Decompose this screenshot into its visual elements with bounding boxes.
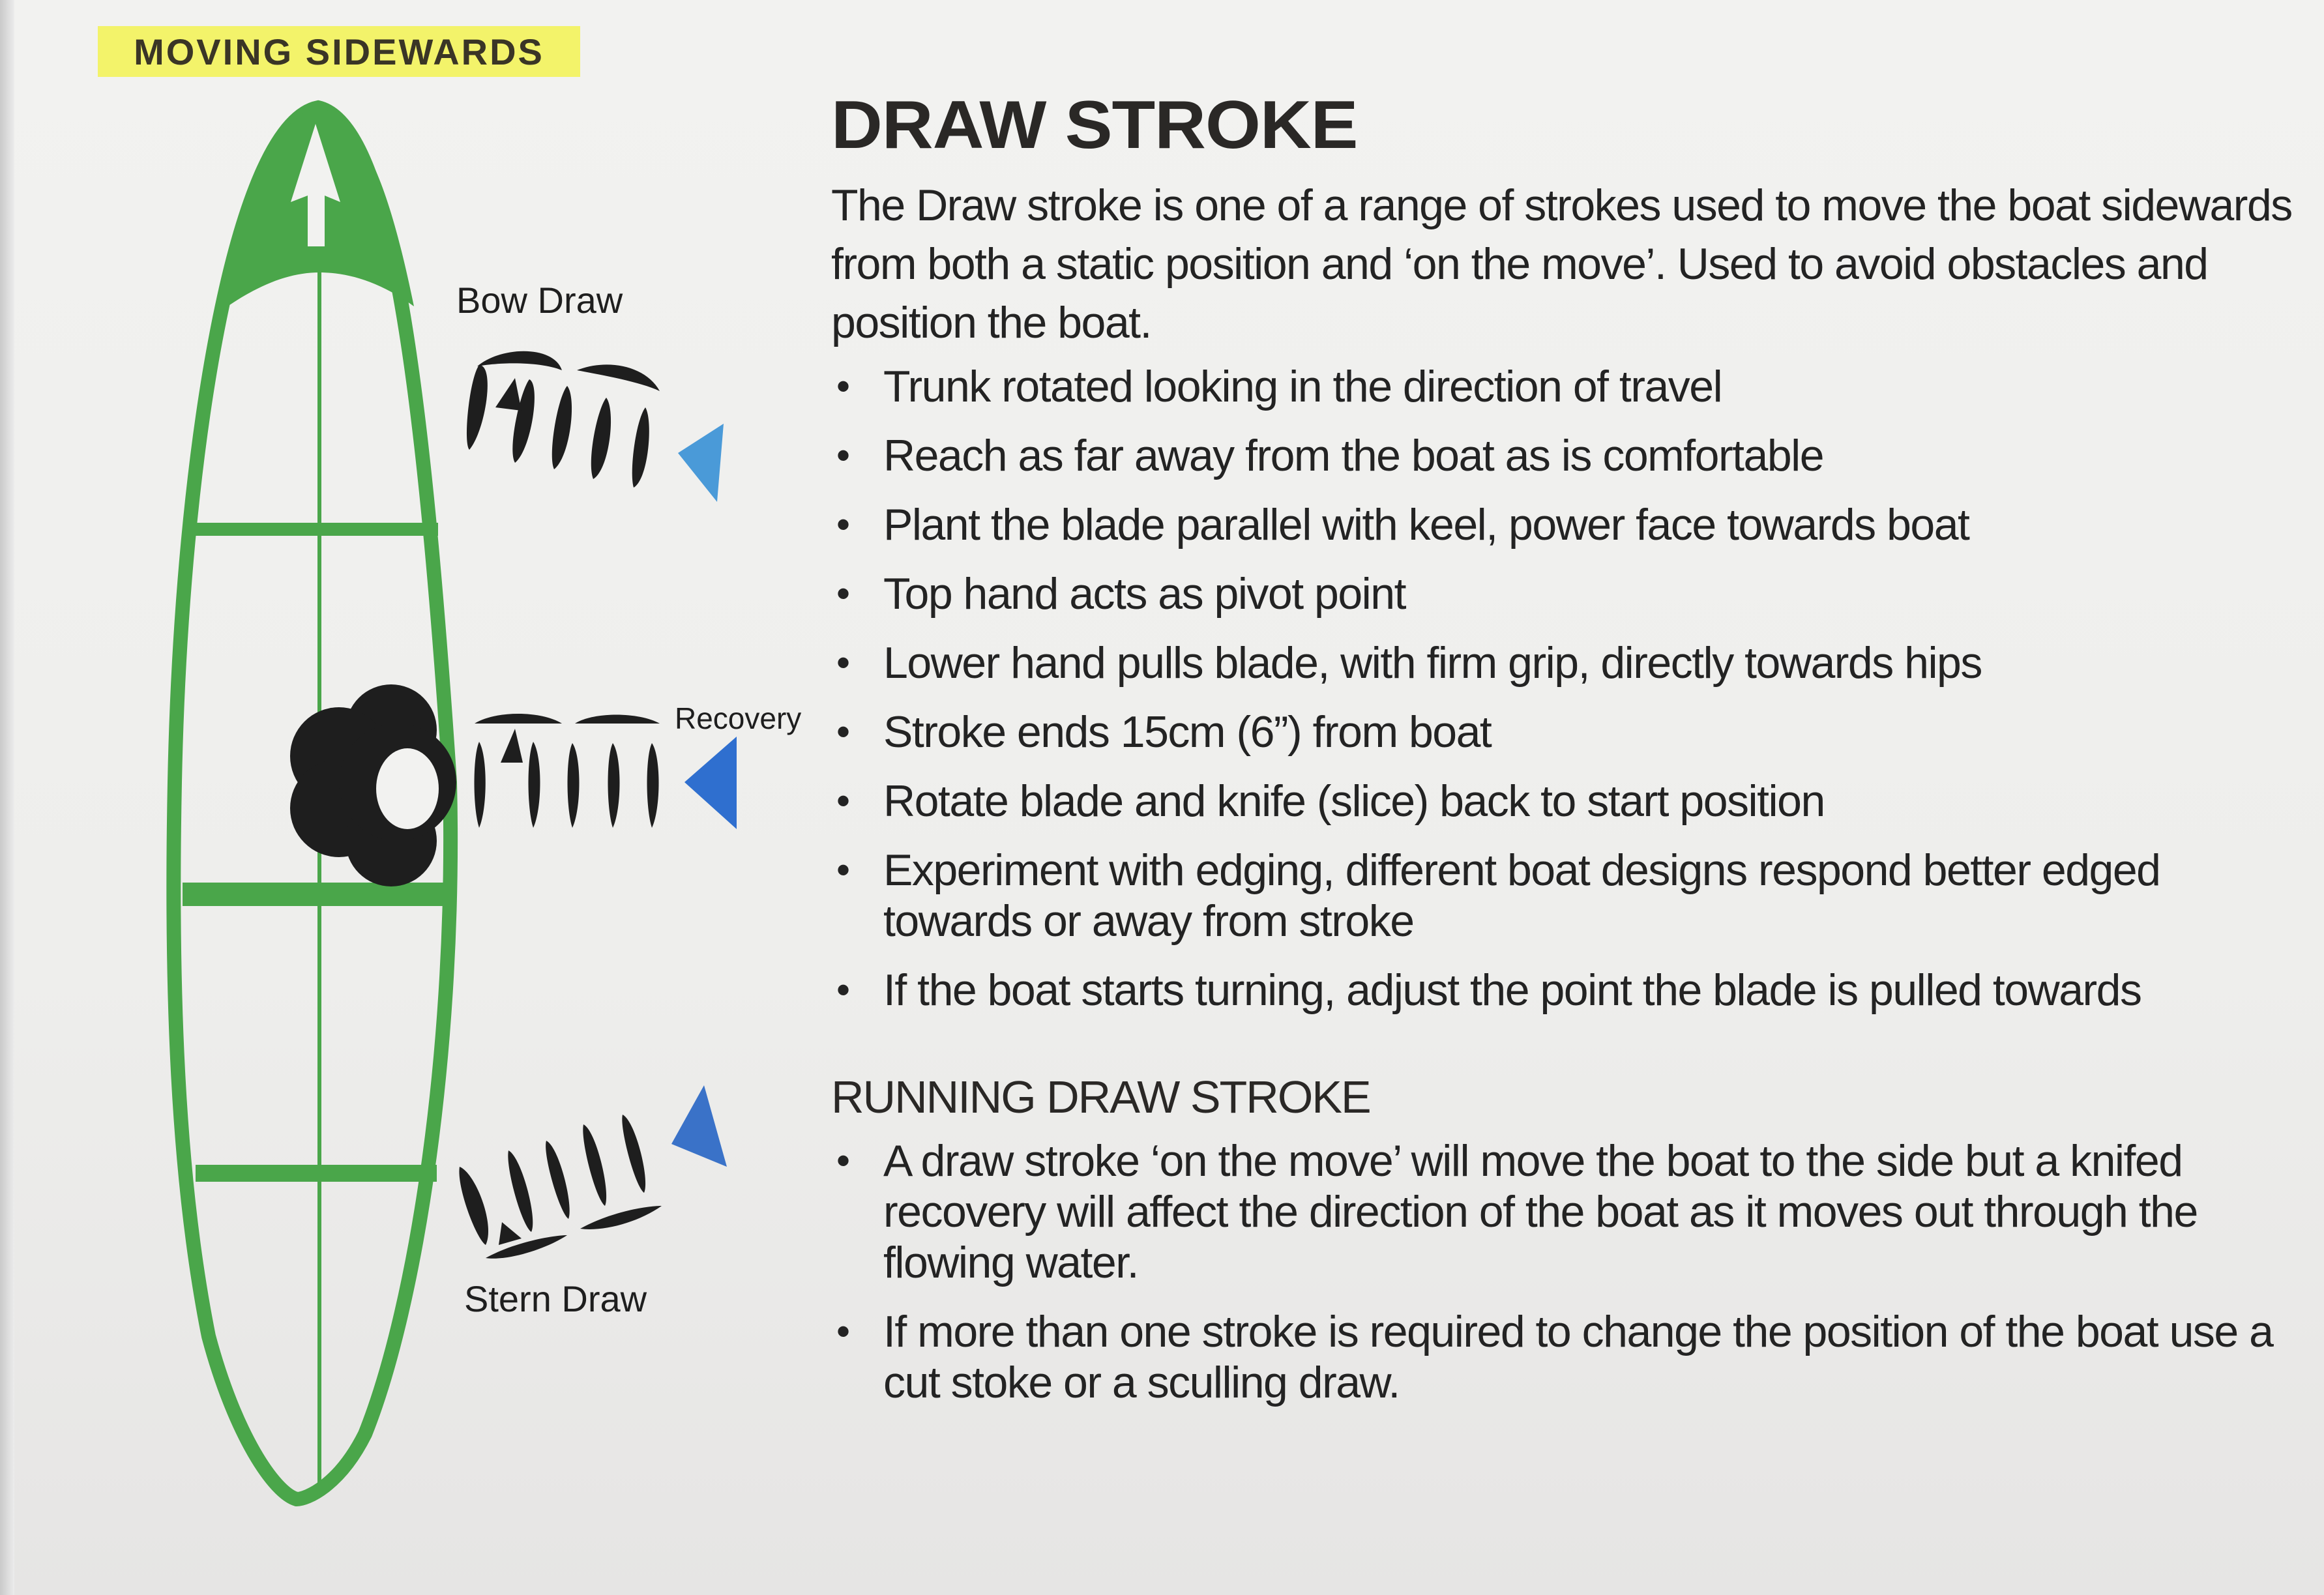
list-item: • Experiment with edging, different boat … (831, 845, 2304, 946)
stern-draw-label: Stern Draw (464, 1278, 647, 1319)
bullet-icon: • (836, 1139, 850, 1182)
text-column: DRAW STROKE The Draw stroke is one of a … (831, 91, 2304, 1426)
list-item-text: A draw stroke ‘on the move’ will move th… (883, 1136, 2198, 1287)
bullet-icon: • (836, 968, 850, 1012)
section-tag: MOVING SIDEWARDS (98, 26, 580, 77)
list-item: • A draw stroke ‘on the move’ will move t… (831, 1135, 2304, 1288)
bullet-icon: • (836, 641, 850, 684)
intro-paragraph: The Draw stroke is one of a range of str… (831, 181, 2293, 347)
kayak-diagram: Bow Draw Recovery Stern Draw (0, 0, 821, 1595)
kayak-hull-icon (166, 100, 737, 1507)
page-title: DRAW STROKE (831, 87, 1358, 163)
list-item: • If the boat starts turning, adjust the … (831, 965, 2304, 1016)
list-item: • Reach as far away from the boat as is c… (831, 430, 2304, 481)
technique-list: • Trunk rotated looking in the direction … (831, 361, 2304, 1016)
bow-direction-arrow-icon (678, 424, 724, 502)
bullet-icon: • (836, 572, 850, 615)
bullet-icon: • (836, 433, 850, 477)
list-item: • If more than one stroke is required to … (831, 1306, 2304, 1408)
section-tag-label: MOVING SIDEWARDS (134, 31, 544, 72)
card-edge (0, 0, 14, 1595)
bullet-icon: • (836, 848, 850, 892)
recovery-label: Recovery (675, 701, 802, 735)
mid-direction-arrow-icon (684, 737, 737, 829)
bow-draw-blades-icon (466, 351, 660, 488)
list-item: • Stroke ends 15cm (6”) from boat (831, 707, 2304, 757)
mid-draw-blades-icon (474, 714, 660, 828)
bullet-icon: • (836, 1310, 850, 1353)
list-item-text: If the boat starts turning, adjust the p… (883, 965, 2142, 1015)
list-item: • Plant the blade parallel with keel, pow… (831, 499, 2304, 550)
hull-outline (166, 100, 458, 1507)
list-item-text: Plant the blade parallel with keel, powe… (883, 500, 1970, 549)
running-draw-heading: RUNNING DRAW STROKE (831, 1072, 1372, 1122)
list-item-text: Stroke ends 15cm (6”) from boat (883, 707, 1492, 757)
bullet-icon: • (836, 364, 850, 408)
bullet-icon: • (836, 503, 850, 546)
list-item: • Lower hand pulls blade, with firm grip,… (831, 637, 2304, 688)
list-item: • Rotate blade and knife (slice) back to … (831, 776, 2304, 827)
list-item: • Trunk rotated looking in the direction … (831, 361, 2304, 412)
bow-draw-label: Bow Draw (456, 280, 623, 321)
running-draw-list: • A draw stroke ‘on the move’ will move t… (831, 1135, 2304, 1408)
list-item-text: Experiment with edging, different boat d… (883, 845, 2161, 946)
stern-direction-arrow-icon (671, 1085, 727, 1167)
list-item-text: Reach as far away from the boat as is co… (883, 431, 1825, 480)
list-item-text: Rotate blade and knife (slice) back to s… (883, 776, 1825, 826)
list-item: • Top hand acts as pivot point (831, 568, 2304, 619)
bullet-icon: • (836, 710, 850, 754)
list-item-text: Lower hand pulls blade, with firm grip, … (883, 638, 1982, 688)
bullet-icon: • (836, 779, 850, 823)
list-item-text: Top hand acts as pivot point (883, 569, 1407, 619)
list-item-text: If more than one stroke is required to c… (883, 1307, 2274, 1407)
list-item-text: Trunk rotated looking in the direction o… (883, 362, 1723, 411)
stern-draw-blades-icon (459, 1115, 662, 1259)
forward-arrow-icon (291, 124, 340, 246)
paddler-icon (290, 684, 456, 886)
